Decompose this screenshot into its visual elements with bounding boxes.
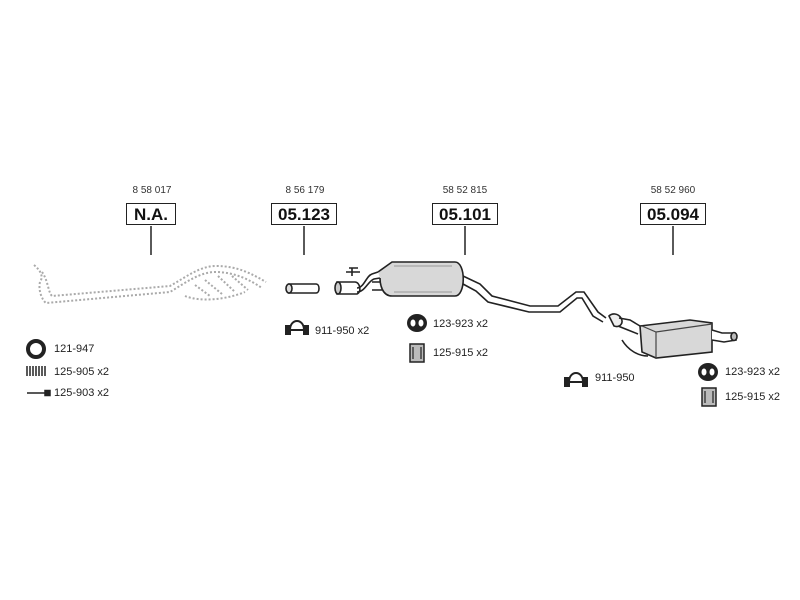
bracket-icon-1	[409, 343, 425, 363]
accessory-label-clamp-2: 911-950	[595, 372, 635, 384]
clamp-icon-1	[285, 320, 309, 335]
part-box-05123[interactable]: 05.123	[271, 203, 337, 225]
front-silencer-05101-drawing	[334, 261, 607, 323]
accessory-label-bracket-1: 125-915 x2	[433, 347, 489, 359]
oe-number-na: 8 58 017	[132, 185, 172, 196]
part-box-05094[interactable]: 05.094	[640, 203, 706, 225]
accessory-label-ring: 121-947	[54, 343, 95, 355]
part-box-05101[interactable]: 05.101	[432, 203, 498, 225]
bracket-icon-2	[701, 387, 717, 407]
accessory-label-clamp-1: 911-950 x2	[315, 325, 370, 337]
part-box-na[interactable]: N.A.	[126, 203, 176, 225]
clamp-icon-2	[564, 372, 588, 387]
accessory-label-bracket-2: 125-915 x2	[725, 391, 781, 403]
accessory-label-hanger-2: 123-923 x2	[725, 366, 781, 378]
rear-silencer-05094-drawing	[608, 313, 738, 359]
ring-icon	[26, 339, 46, 359]
pipe-05123-drawing	[285, 283, 320, 294]
oe-number-05123: 8 56 179	[285, 185, 325, 196]
accessory-label-bolt: 125-903 x2	[54, 387, 110, 399]
bolt-icon	[27, 389, 51, 397]
front-pipe-na-drawing	[33, 264, 267, 305]
hanger-icon-1	[407, 314, 427, 332]
hanger-icon-2	[698, 363, 718, 381]
accessory-label-hanger-1: 123-923 x2	[433, 318, 489, 330]
oe-number-05101: 58 52 815	[442, 185, 488, 196]
accessory-label-spring: 125-905 x2	[54, 366, 110, 378]
oe-number-05094: 58 52 960	[650, 185, 696, 196]
spring-icon	[26, 366, 46, 376]
